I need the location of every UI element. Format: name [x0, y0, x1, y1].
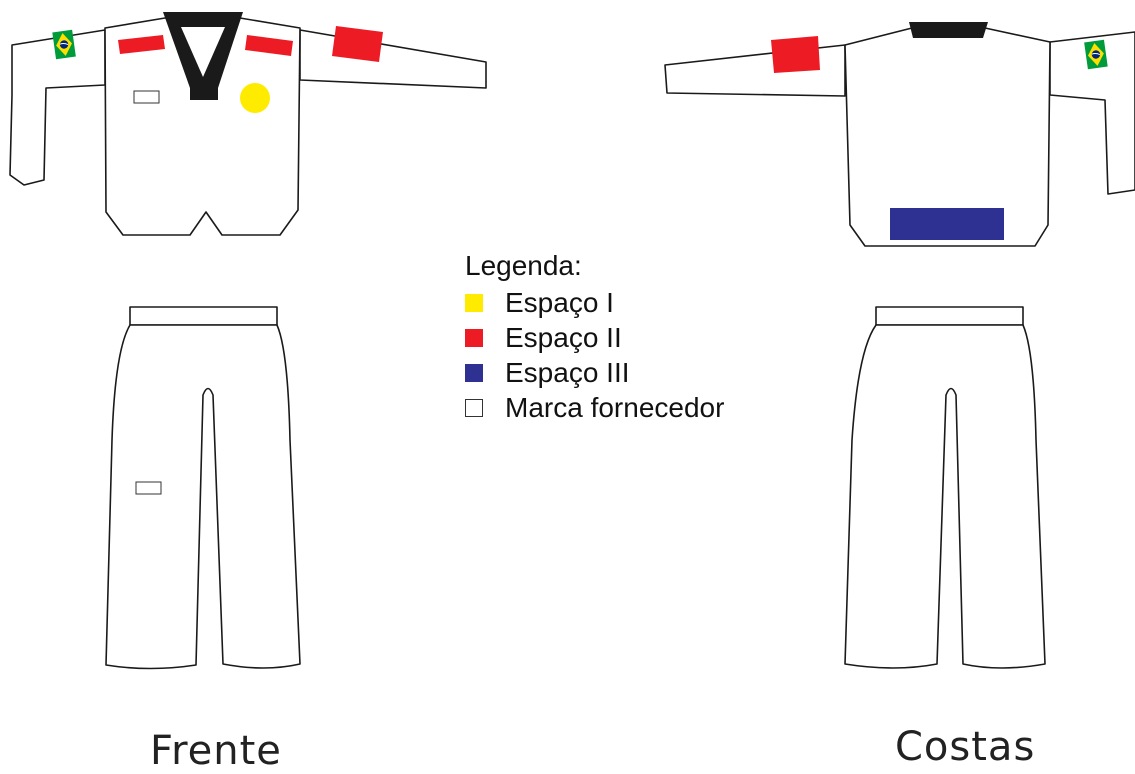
front-pants: [105, 306, 301, 670]
legend-label: Espaço II: [505, 322, 622, 353]
front-jacket: [9, 12, 487, 236]
legend-swatch-blue: [465, 363, 483, 382]
legend: Legenda: Espaço I Espaço II Espaço III M…: [465, 248, 724, 425]
caption-front: Frente: [150, 728, 282, 774]
collar-inner: [181, 27, 225, 77]
legend-swatch-red: [465, 328, 483, 347]
front-right-sleeve: [299, 29, 487, 89]
brazil-flag-back: [1084, 39, 1108, 70]
legend-item-espaco-3: Espaço III: [465, 355, 724, 390]
legend-label: Marca fornecedor: [505, 392, 725, 423]
back-jacket: [664, 22, 1135, 247]
legend-label: Espaço I: [505, 287, 614, 318]
back-pants-legs: [844, 324, 1046, 669]
front-pants-waistband: [129, 306, 278, 326]
back-pants: [844, 306, 1046, 669]
espaco-1-badge: [240, 83, 270, 113]
legend-title: Legenda:: [465, 250, 582, 281]
legend-label: Espaço III: [505, 357, 630, 388]
brazil-flag-front: [52, 29, 76, 60]
legend-swatch-yellow: [465, 293, 483, 312]
back-collar: [909, 22, 988, 38]
caption-back: Costas: [895, 724, 1036, 770]
espaco-2-patch-sleeve: [332, 26, 383, 62]
belt-knot: [190, 88, 218, 100]
legend-item-espaco-1: Espaço I: [465, 285, 724, 320]
legend-swatch-white: [465, 398, 483, 417]
espaco-2-patch-chest-left: [118, 35, 165, 54]
supplier-mark-pants: [135, 481, 162, 495]
espaco-2-patch-back-sleeve: [771, 36, 820, 73]
supplier-mark-jacket: [133, 90, 160, 104]
back-pants-waistband: [875, 306, 1024, 326]
legend-item-espaco-2: Espaço II: [465, 320, 724, 355]
front-pants-legs: [105, 324, 301, 670]
espaco-2-patch-chest-right: [245, 35, 293, 56]
espaco-3-patch-back: [890, 208, 1004, 240]
legend-item-marca-fornecedor: Marca fornecedor: [465, 390, 724, 425]
